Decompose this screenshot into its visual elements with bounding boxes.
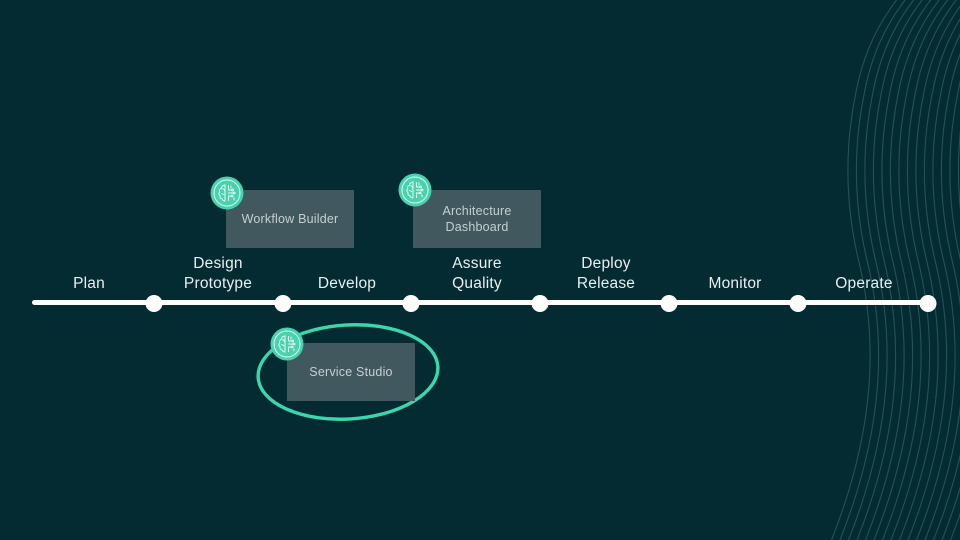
tool-box-label: Workflow Builder (241, 212, 339, 226)
stage-text: Prototype (183, 274, 253, 292)
stage-label-monitor: Monitor (708, 274, 761, 294)
stage-label-operate: Operate (835, 274, 892, 294)
timeline-dot (789, 295, 807, 312)
tool-box-architecture-dashboard: Architecture Dashboard (413, 190, 541, 248)
stage-label-develop: Develop (318, 274, 376, 294)
ai-brain-icon (210, 176, 244, 210)
timeline-dot (145, 295, 163, 312)
timeline-dot (919, 295, 937, 312)
stage-label-assure-quality: Assure Quality (452, 254, 502, 293)
stage-label-deploy-release: Deploy Release (577, 254, 635, 293)
stage-text: Develop (317, 274, 377, 292)
stage-text: Monitor (708, 274, 762, 292)
stage-text: Quality (452, 274, 502, 292)
tool-box-label: Dashboard (445, 220, 509, 234)
stage-text: Plan (73, 274, 105, 292)
timeline-line (32, 300, 930, 305)
stage-text: Deploy (581, 255, 631, 272)
timeline-dot (660, 295, 678, 312)
stage-text: Design (193, 255, 243, 272)
timeline-dot (402, 295, 420, 312)
stage-label-design-prototype: Design Prototype (184, 254, 252, 293)
stage-text: Operate (835, 274, 893, 292)
ai-brain-icon (270, 327, 304, 361)
tool-box-workflow-builder: Workflow Builder (226, 190, 354, 248)
stage-text: Release (576, 274, 636, 292)
stage-label-plan: Plan (73, 274, 105, 294)
tool-box-label: Architecture (442, 204, 512, 218)
tool-box-service-studio: Service Studio (287, 343, 415, 401)
timeline-dot (274, 295, 292, 312)
timeline-dot (531, 295, 549, 312)
ai-brain-icon (398, 173, 432, 207)
tool-box-label: Service Studio (309, 365, 393, 379)
stage-text: Assure (452, 255, 502, 272)
